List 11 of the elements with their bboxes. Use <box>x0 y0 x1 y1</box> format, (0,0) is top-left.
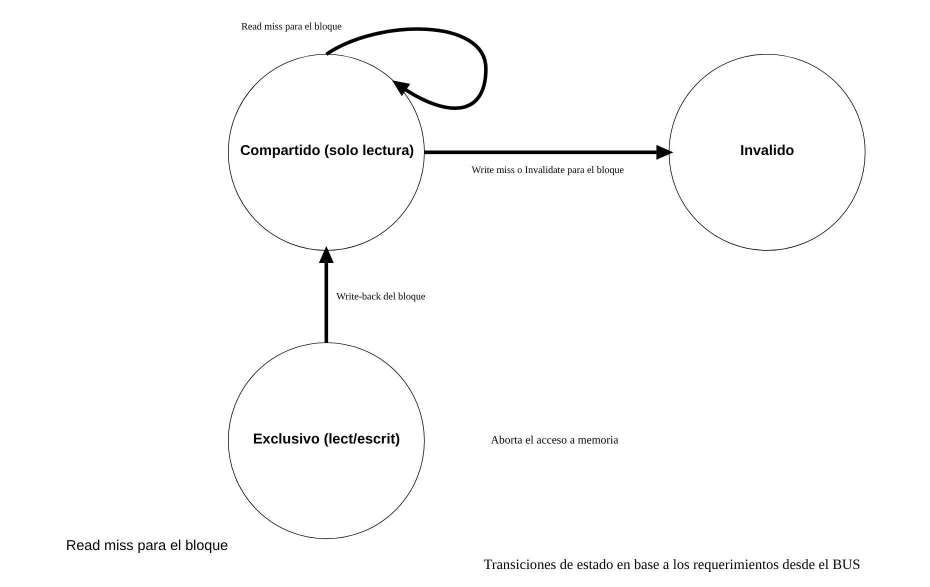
arrow <box>424 144 673 160</box>
node-circle: Invalido <box>668 54 865 251</box>
label: Aborta el acceso a memoria <box>490 434 618 446</box>
caption: Transiciones de estado en base a los requerimientos desde el BUS <box>483 556 860 573</box>
edge-label: Read miss para el bloque <box>240 21 342 32</box>
edge-label: Write-back del bloque <box>336 292 425 303</box>
node-circle: Compartido (solo lectura) <box>227 54 424 251</box>
arrow <box>318 246 334 343</box>
edge-label: Write miss o Invalidate para el bloque <box>471 164 624 176</box>
node-label: Read miss para el bloque <box>66 538 228 554</box>
node-circle: Exclusivo (lect/escrit) <box>227 342 424 540</box>
